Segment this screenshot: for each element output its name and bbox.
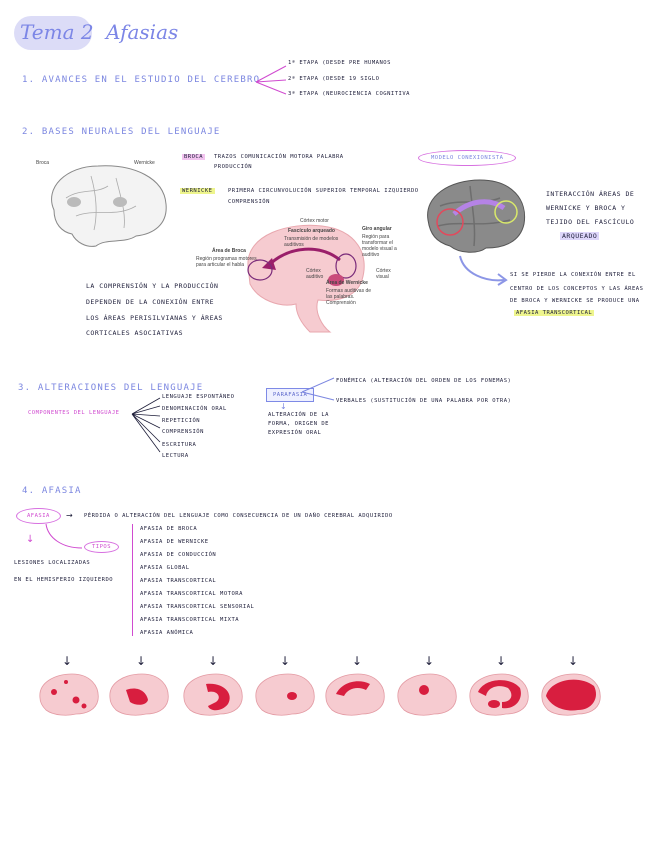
lesiones-down-arrow: ↓ xyxy=(26,534,35,545)
broca-item-2: PRODUCCIÓN xyxy=(214,164,253,170)
type-8: AFASIA TRANSCORTICAL MIXTA xyxy=(140,617,240,623)
tipos-tag: TIPOS xyxy=(84,541,120,553)
note-right-1: SI SE PIERDE LA CONEXIÓN ENTRE EL xyxy=(510,272,636,278)
label-area-broca: Área de Broca xyxy=(212,248,246,254)
brain-diagram xyxy=(247,224,365,333)
note-right-2: CENTRO DE LOS CONCEPTOS Y LAS ÁREAS xyxy=(510,286,644,292)
section1-branch-arrows xyxy=(255,65,287,95)
broca-item-1: TRAZOS COMUNICACIÓN MOTORA PALABRA xyxy=(214,154,344,160)
note-left-3: LOS ÁREAS PERISILVIANAS Y ÁREAS xyxy=(86,314,223,322)
note-left-2: DEPENDEN DE LA CONEXIÓN ENTRE xyxy=(86,298,214,306)
parafasia-type-1: FONÉMICA (ALTERACIÓN DEL ORDEN DE LOS FO… xyxy=(336,378,512,384)
tema-label: Tema 2 xyxy=(20,20,94,44)
parafasia-branch-arrows xyxy=(301,377,335,401)
type-7: AFASIA TRANSCORTICAL SENSORIAL xyxy=(140,604,255,610)
modelo-note-2: WERNICKE Y BROCA Y xyxy=(546,204,626,212)
broca-caption: Broca xyxy=(36,160,50,166)
note-left-1: LA COMPRENSIÓN Y LA PRODUCCIÓN xyxy=(86,282,219,290)
etapa-1: 1ª ETAPA (DESDE PRE HUMANOS xyxy=(288,60,391,66)
brain-lesion-5 xyxy=(325,673,385,716)
type-5: AFASIA TRANSCORTICAL xyxy=(140,578,217,584)
modelo-note-3: TEJIDO DEL FASCÍCULO xyxy=(546,218,635,226)
label-giro-desc: Región para transformar el modelo visual… xyxy=(362,234,397,258)
label-fasciculo-desc: Transmisión de modelos auditivos xyxy=(284,236,339,248)
section2-heading: 2. BASES NEURALES DEL LENGUAJE xyxy=(22,127,221,137)
lesion-brain-row: ↓ ↓ ↓ ↓ ↓ ↓ ↓ ↓ xyxy=(0,654,656,724)
title-highlight xyxy=(14,16,92,50)
type-3: AFASIA DE CONDUCCIÓN xyxy=(140,552,217,558)
lesiones-2: EN EL HEMISFERIO IZQUIERDO xyxy=(14,577,114,583)
note-right-4: AFASIA TRANSCORTICAL xyxy=(514,310,595,316)
down-arrow-icon: ↓ xyxy=(136,654,147,668)
down-arrow-icon: ↓ xyxy=(424,654,435,668)
component-2: DENOMINACIÓN ORAL xyxy=(162,406,227,412)
component-3: REPETICIÓN xyxy=(162,418,201,424)
modelo-note-4: ARQUEADO xyxy=(560,232,600,240)
label-giro: Giro angular xyxy=(362,226,392,232)
parafasia-desc-3: EXPRESIÓN ORAL xyxy=(268,430,322,436)
note-left-4: CORTICALES ASOCIATIVAS xyxy=(86,329,184,337)
brain-lesion-4 xyxy=(255,673,315,716)
parafasia-desc-2: FORMA, ORIGEN DE xyxy=(268,421,329,427)
wernicke-item-1: PRIMERA CIRCUNVOLUCIÓN SUPERIOR TEMPORAL… xyxy=(228,188,419,194)
label-cortex-visual: Córtex visual xyxy=(376,268,391,280)
brain-lesion-8 xyxy=(541,673,601,716)
section4-heading: 4. AFASIA xyxy=(22,486,82,496)
down-arrow-icon: ↓ xyxy=(496,654,507,668)
wernicke-caption: Wernicke xyxy=(134,160,155,166)
label-fasciculo: Fascículo arqueado xyxy=(288,228,335,234)
brain-sketch xyxy=(51,165,167,247)
down-arrow-icon: ↓ xyxy=(208,654,219,668)
label-cortex-auditivo: Córtex auditivo xyxy=(306,268,324,280)
types-bracket-line xyxy=(132,524,133,636)
page-title: Afasias xyxy=(106,20,179,44)
tipos-connector xyxy=(45,523,83,549)
wernicke-item-2: COMPRENSIÓN xyxy=(228,199,270,205)
brain-photo-connectionist xyxy=(427,179,526,253)
type-1: AFASIA DE BROCA xyxy=(140,526,198,532)
lesiones-1: LESIONES LOCALIZADAS xyxy=(14,560,91,566)
note-right-3: DE BROCA Y WERNICKE SE PRODUCE UNA xyxy=(510,298,640,304)
modelo-conexionista-tag: MODELO CONEXIONISTA xyxy=(418,150,517,166)
modelo-note-1: INTERACCIÓN ÁREAS DE xyxy=(546,190,635,198)
afasia-arrow: → xyxy=(66,511,73,520)
brain-lesion-2 xyxy=(109,673,169,716)
afasia-definition: PÉRDIDA O ALTERACIÓN DEL LENGUAJE COMO C… xyxy=(84,513,393,519)
parafasia-desc-1: ALTERACIÓN DE LA xyxy=(268,412,329,418)
label-cortex-motor: Córtex motor xyxy=(300,218,329,224)
curved-arrow xyxy=(459,255,508,286)
parafasia-down-arrow: ↓ xyxy=(280,402,287,411)
component-1: LENGUAJE ESPONTÁNEO xyxy=(162,394,235,400)
parafasia-type-2: VERBALES (SUSTITUCIÓN DE UNA PALABRA POR… xyxy=(336,398,512,404)
type-2: AFASIA DE WERNICKE xyxy=(140,539,209,545)
label-area-wernicke-desc: Formas auditivas de las palabras. Compre… xyxy=(326,288,372,306)
brain-lesion-7 xyxy=(469,673,529,716)
component-5: ESCRITURA xyxy=(162,442,197,448)
down-arrow-icon: ↓ xyxy=(62,654,73,668)
section3-heading: 3. ALTERACIONES DEL LENGUAJE xyxy=(18,383,204,393)
brain-lesion-3 xyxy=(183,673,243,716)
type-6: AFASIA TRANSCORTICAL MOTORA xyxy=(140,591,243,597)
etapa-3: 3ª ETAPA (NEUROCIENCIA COGNITIVA xyxy=(288,91,410,97)
label-area-wernicke: Área de Wernicke xyxy=(326,280,368,286)
label-area-broca-desc: Región programas motores para articular … xyxy=(196,256,257,268)
broca-tag: BROCA xyxy=(182,154,206,160)
down-arrow-icon: ↓ xyxy=(280,654,291,668)
section1-heading: 1. AVANCES EN EL ESTUDIO DEL CEREBRO xyxy=(22,75,261,85)
brain-lesion-6 xyxy=(397,673,457,716)
components-label: COMPONENTES DEL LENGUAJE xyxy=(28,410,120,416)
component-6: LECTURA xyxy=(162,453,189,459)
afasia-tag: AFASIA xyxy=(16,508,61,524)
components-branch-arrows xyxy=(131,397,161,453)
wernicke-tag: WERNICKE xyxy=(180,188,215,194)
etapa-2: 2ª ETAPA (DESDE 19 SIGLO xyxy=(288,76,380,82)
down-arrow-icon: ↓ xyxy=(352,654,363,668)
down-arrow-icon: ↓ xyxy=(568,654,579,668)
component-4: COMPRENSIÓN xyxy=(162,429,204,435)
brain-lesion-1 xyxy=(39,673,99,716)
type-4: AFASIA GLOBAL xyxy=(140,565,190,571)
type-9: AFASIA ANÓMICA xyxy=(140,630,194,636)
